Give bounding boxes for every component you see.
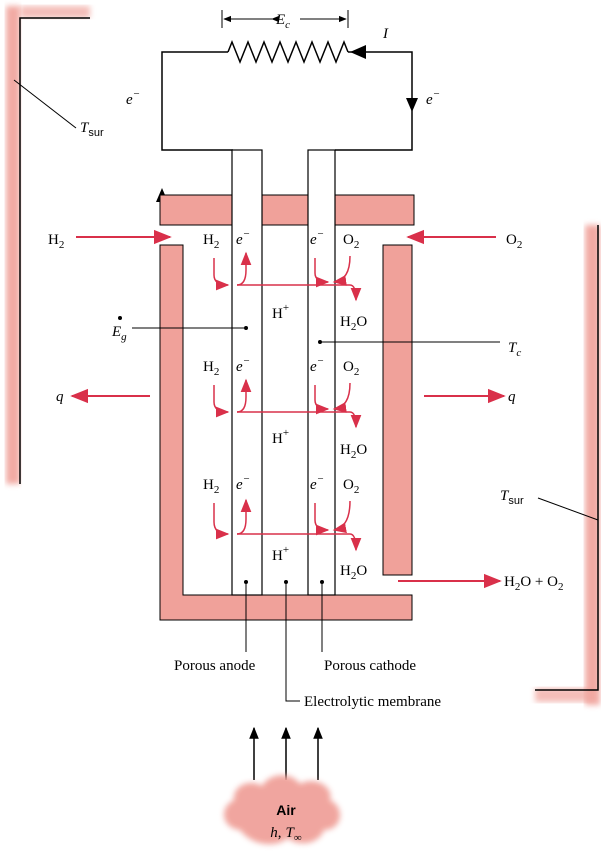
svg-text:H+: H+ [272, 427, 289, 447]
svg-text:Tc: Tc [508, 340, 521, 359]
air-cloud: Air h,T∞ [223, 775, 341, 845]
o2-inlet-label: O2 [506, 232, 522, 251]
porous-cathode-label: Porous cathode [324, 658, 416, 674]
porous-anode [231, 149, 263, 596]
current-arrow-icon [350, 45, 366, 59]
svg-text:e−: e− [310, 228, 324, 248]
svg-text:H2O: H2O [340, 442, 367, 461]
svg-text:H+: H+ [272, 544, 289, 564]
svg-text:H2: H2 [203, 232, 219, 251]
inlets: H2 O2 [48, 229, 522, 251]
heat-left-label: q [56, 389, 64, 405]
svg-text:H2: H2 [203, 359, 219, 378]
surroundings-right: Tsur [500, 225, 600, 705]
svg-text:O2: O2 [343, 232, 359, 251]
svg-text:H2O: H2O [340, 563, 367, 582]
svg-text:H2O: H2O [340, 314, 367, 333]
eg-label: Eg [111, 324, 127, 343]
surroundings-left: Tsur [6, 6, 104, 484]
ec-label: Ec [275, 12, 290, 31]
svg-text:e−: e− [310, 355, 324, 375]
svg-text:O2: O2 [343, 359, 359, 378]
external-circuit: Ec I e− e− [126, 10, 440, 202]
air-flow-arrows [249, 726, 323, 780]
membrane-label: Electrolytic membrane [304, 694, 441, 710]
resistor-icon [227, 39, 349, 65]
porous-anode-label: Porous anode [174, 658, 256, 674]
current-label: I [382, 26, 389, 42]
svg-text:e−: e− [236, 228, 250, 248]
electron-arrow-down-icon [406, 98, 418, 112]
electron-left-label: e− [126, 88, 140, 108]
electron-right-label: e− [426, 88, 440, 108]
svg-text:e−: e− [236, 355, 250, 375]
exhaust: H2O + O2 [398, 573, 563, 593]
svg-text:e−: e− [310, 473, 324, 493]
reaction-group-2: H2 e− e− O2 H+ H2O [203, 355, 367, 461]
exhaust-label: H2O + O2 [504, 574, 563, 593]
component-labels: Porous anode Porous cathode Electrolytic… [174, 580, 441, 710]
reaction-group-3: H2 e− e− O2 H+ H2O [203, 473, 367, 582]
air-conditions: h,T∞ [270, 825, 302, 844]
svg-text:H+: H+ [272, 302, 289, 322]
electrodes [231, 149, 336, 596]
svg-text:O2: O2 [343, 477, 359, 496]
reaction-group-1: H2 e− e− O2 H+ H2O [203, 228, 367, 333]
generation-label: Eg [111, 316, 248, 343]
tsur-right-label: Tsur [500, 488, 524, 507]
heat-right-label: q [508, 389, 516, 405]
heat-loss: q q [56, 388, 516, 405]
svg-text:H2: H2 [203, 477, 219, 496]
cathode-temperature-label: Tc [318, 340, 521, 359]
air-title: Air [276, 802, 296, 818]
cell-housing [159, 194, 415, 621]
svg-text:e−: e− [236, 473, 250, 493]
h2-inlet-label: H2 [48, 232, 64, 251]
cloud-icon [223, 775, 341, 845]
tsur-left-label: Tsur [80, 120, 104, 139]
